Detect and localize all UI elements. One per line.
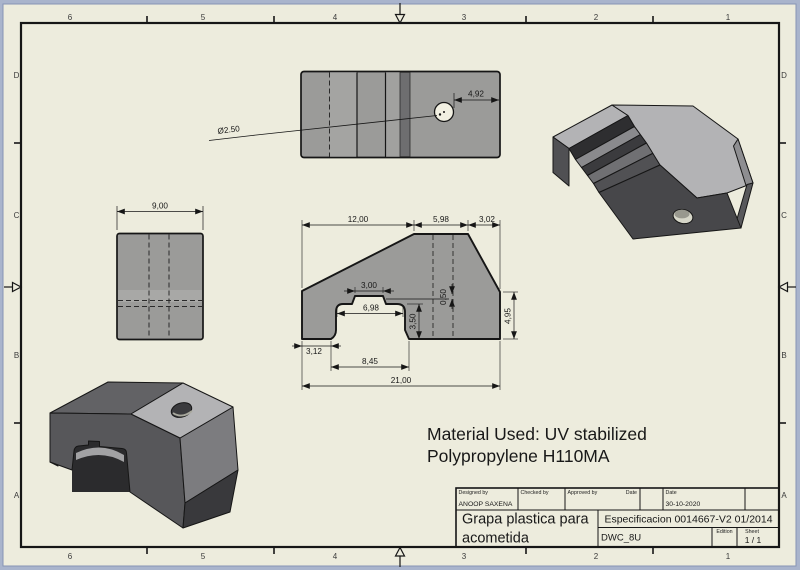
zone-number: 6 [68,13,73,22]
dim-label-channel-width: 8,45 [362,357,378,366]
zone-letter: C [781,211,787,220]
material-note-line1: Material Used: UV stabilized [427,424,647,444]
center-arrow-top [394,3,406,25]
dimension-lines [292,222,517,389]
center-arrow-left [4,281,23,293]
dim-label-step-height: 0,50 [439,289,448,305]
zone-number: 2 [594,552,599,561]
checked-by-label: Checked by [521,490,549,496]
title-block-lines [455,487,780,548]
zone-ticks [14,16,786,554]
zone-number: 4 [333,13,338,22]
slot-dark-band [399,71,411,158]
dim-label-top-flat: 5,98 [433,215,449,224]
zone-letter: C [14,211,20,220]
zone-letter: D [781,71,787,80]
side-view: 9,00 [116,202,204,341]
zone-labels: 6 5 4 3 2 1 6 5 4 3 2 1 D C B A D C B A [14,13,788,561]
date-value: 30-10-2020 [666,501,701,508]
dim-label-slot-width: 6,98 [363,304,379,313]
material-note: Material Used: UV stabilized Polypropyle… [427,424,647,466]
designed-by-value: ANOOP SAXENA [459,501,513,508]
top-view: 4,92 Ø2.50 [208,70,501,159]
drawing-code: DWC_8U [601,533,641,544]
front-profile [301,233,501,340]
zone-letter: A [14,491,20,500]
zone-number: 3 [462,13,467,22]
dim-hole-to-edge [453,93,499,108]
dim-label-hole-dia: Ø2.50 [217,124,241,136]
front-view: 12,00 5,98 3,02 4,95 3,00 6,98 0,50 3,50… [292,215,518,390]
dim-label-right-height: 4,95 [504,308,513,324]
title-block: Designed by ANOOP SAXENA Checked by Appr… [455,487,780,548]
zone-number: 4 [333,552,338,561]
sheet-value: 1 / 1 [745,535,762,545]
dim-label-overall-width: 21,00 [391,376,412,385]
edition-label: Edition [716,529,732,535]
dim-label-top-left: 12,00 [348,215,369,224]
hole-dia-leader [208,115,438,141]
dim-label-top-right: 3,02 [479,215,495,224]
zone-letter: B [14,351,19,360]
zone-number: 2 [594,13,599,22]
dim-label-notch-width: 3,00 [361,281,377,290]
zone-letter: B [781,351,786,360]
iso-view-underside [552,104,754,240]
iso-view-top [49,381,239,529]
sheet-frame [4,3,796,567]
dim-label-foot-width: 3,12 [306,347,322,356]
zone-letter: D [14,71,20,80]
dim-label-channel-depth: 3,50 [409,313,418,329]
date2-label: Date [666,490,677,496]
zone-number: 3 [462,552,467,561]
dim-label-hole-to-edge: 4,92 [468,90,484,99]
designed-by-label: Designed by [459,490,489,496]
approved-by-label: Approved by [568,490,598,496]
dim-label-depth: 9,00 [152,202,168,211]
zone-number: 5 [201,552,206,561]
center-arrow-right [777,281,796,293]
drawing-title-line1: Grapa plastica para [462,512,589,528]
sheet-label: Sheet [745,529,759,535]
dim-depth [116,206,204,230]
zone-letter: A [781,491,787,500]
material-note-line2: Polypropylene H110MA [427,446,610,466]
drawing-title-line2: acometida [462,531,530,547]
zone-number: 5 [201,13,206,22]
spec-number: Especificacion 0014667-V2 01/2014 [604,514,772,526]
date-label: Date [626,490,637,496]
center-arrow-bottom [394,546,406,567]
zone-number: 6 [68,552,73,561]
zone-number: 1 [726,13,731,22]
zone-number: 1 [726,552,731,561]
